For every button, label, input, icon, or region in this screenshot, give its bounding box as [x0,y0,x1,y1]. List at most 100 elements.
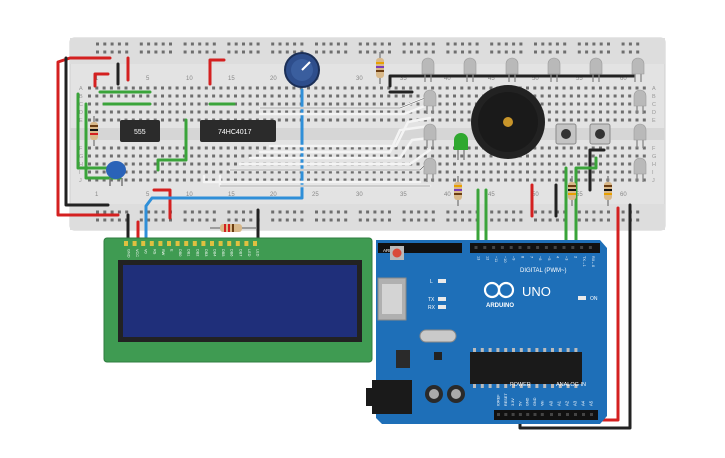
header-pin[interactable] [536,246,540,249]
header-pin[interactable] [483,246,487,249]
header-pin[interactable] [574,413,577,416]
grey-led[interactable] [423,89,437,114]
resistor[interactable] [454,176,462,206]
grey-led[interactable] [463,57,477,82]
black-wire[interactable] [588,148,606,192]
lcd-pin[interactable] [253,241,257,246]
green-wire[interactable] [84,102,122,180]
pushbutton[interactable] [555,123,577,145]
lcd-pin[interactable] [227,241,232,246]
green-wire[interactable] [76,92,110,170]
chip-pin [488,384,492,388]
pushbutton[interactable] [589,123,611,145]
header-pin[interactable] [504,413,508,416]
red-wire[interactable] [93,72,110,88]
header-pin[interactable] [497,413,500,416]
lcd-pin[interactable] [141,241,146,246]
header-pin[interactable] [511,413,515,416]
potentiometer[interactable] [284,52,320,88]
white-wire[interactable] [238,148,432,166]
lcd-pin[interactable] [124,241,128,246]
lcd-pin[interactable] [132,241,137,246]
header-pin[interactable] [518,413,522,416]
header-pin[interactable] [580,246,584,249]
hole [599,110,602,114]
resistor[interactable] [90,116,98,146]
header-pin[interactable] [540,413,544,416]
hole [336,178,340,182]
piezo-buzzer[interactable] [471,85,545,159]
red-wire[interactable] [56,56,120,217]
grey-led[interactable] [421,57,435,82]
grey-led[interactable] [547,57,561,82]
header-pin[interactable] [509,246,513,249]
grey-led[interactable] [633,123,647,148]
lcd-pin[interactable] [158,241,163,246]
on-label: ON [590,296,598,302]
header-pin[interactable] [566,413,569,416]
grey-led[interactable] [589,57,603,82]
white-wire[interactable] [258,124,432,154]
resistor[interactable] [568,176,576,206]
white-wire[interactable] [268,116,432,148]
lcd-pin[interactable] [235,241,240,246]
red-wire[interactable] [208,58,226,86]
header-pin[interactable] [527,246,531,249]
resistor[interactable] [376,52,384,84]
resistor[interactable] [604,176,612,206]
black-wire[interactable] [64,56,110,207]
header-pin[interactable] [492,246,496,249]
hole [110,210,114,214]
grey-led[interactable] [505,57,519,82]
header-pin[interactable] [526,413,530,416]
lcd-pin[interactable] [244,241,249,246]
header-pin[interactable] [500,246,504,249]
white-wire[interactable] [248,136,432,160]
reset-button[interactable] [392,248,402,258]
lcd-pin[interactable] [218,241,223,246]
lcd-pin[interactable] [192,241,197,246]
grey-led[interactable] [633,157,647,182]
resistor[interactable] [210,224,256,232]
hole [577,170,581,174]
blue-wire[interactable] [144,88,304,247]
lcd-pin[interactable] [201,241,206,246]
header-pin[interactable] [588,246,592,249]
header-pin[interactable] [533,413,537,416]
lcd-pin[interactable] [149,241,154,246]
lcd-pin[interactable] [210,241,214,246]
grey-led[interactable] [631,57,645,82]
green-wire[interactable] [574,156,598,250]
header-pin[interactable] [550,413,553,416]
header-pin[interactable] [562,246,566,249]
grey-led[interactable] [423,123,437,148]
header-pin[interactable] [474,246,478,249]
hole [547,102,551,106]
green-wire[interactable] [156,118,188,172]
timer-555-chip[interactable]: 555 [120,120,160,142]
header-pin[interactable] [553,246,557,249]
header-pin[interactable] [582,413,585,416]
grey-led[interactable] [633,89,647,114]
hole [431,42,435,46]
lcd-pin[interactable] [184,241,189,246]
red-wire[interactable] [152,188,172,220]
header-pin[interactable] [590,413,593,416]
header-pin[interactable] [571,246,575,249]
white-wire[interactable] [258,102,432,116]
lcd-pin[interactable] [175,241,180,246]
header-pin[interactable] [518,246,522,249]
header-pin[interactable] [558,413,561,416]
green-led[interactable] [454,133,468,160]
counter-74hc4017-chip[interactable]: 74HC4017 [200,120,276,142]
lcd-pin[interactable] [167,241,171,246]
header-pin[interactable] [544,246,548,249]
black-wire[interactable] [388,74,636,88]
white-wire[interactable] [202,174,422,184]
hole [182,118,186,122]
capacitor[interactable] [106,161,126,186]
hole [292,94,296,98]
grey-led[interactable] [423,157,437,182]
